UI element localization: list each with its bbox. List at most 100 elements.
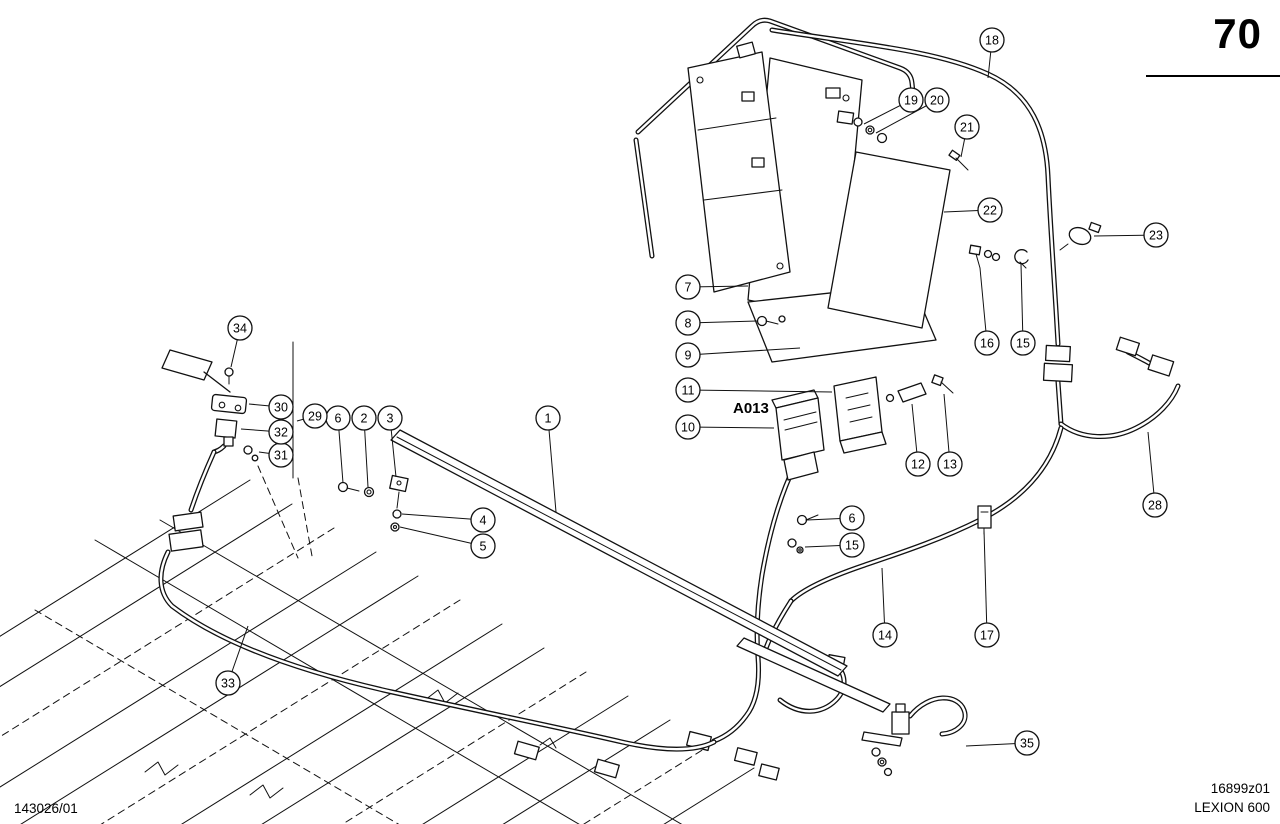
callout-16: [974, 330, 1000, 356]
callout-label-8: 8: [685, 316, 692, 330]
callout-label-7: 7: [685, 280, 692, 294]
sensor: [214, 418, 238, 439]
callout-label-19: 19: [904, 93, 918, 107]
callout-4: [470, 507, 496, 533]
connector: [172, 511, 204, 532]
washer: [853, 117, 863, 127]
connector: [1042, 362, 1074, 383]
nut: [883, 767, 893, 777]
clamp: [1014, 249, 1029, 265]
callout-label-1: 1: [545, 411, 552, 425]
page-number: 70: [1213, 10, 1262, 57]
callout-21: [954, 114, 980, 140]
footer-right: 16899z01 LEXION 600: [1194, 779, 1270, 818]
callout-2: [351, 405, 377, 431]
drawing-reference: 143026/01: [14, 801, 78, 816]
bolt: [871, 747, 881, 757]
support-rail: [390, 429, 891, 713]
callout-leader-17: [983, 529, 988, 636]
wiring-harness: [685, 30, 1178, 781]
component-label: A013: [733, 400, 769, 417]
callout-label-15-2: 15: [845, 538, 859, 552]
hose-clamp: [1068, 226, 1092, 246]
connector: [1147, 354, 1175, 377]
washer: [251, 454, 259, 462]
callout-label-29: 29: [308, 409, 322, 423]
callout-label-13: 13: [943, 457, 957, 471]
callout-label-2: 2: [361, 411, 368, 425]
callout-9: [675, 342, 701, 368]
callout-label-3: 3: [387, 411, 394, 425]
callout-leader-4: [401, 513, 484, 521]
callout-3: [377, 405, 403, 431]
callout-label-4: 4: [480, 513, 487, 527]
callout-leader-10: [687, 426, 775, 429]
sensor-bracket-group: [161, 349, 259, 462]
bolt: [796, 514, 808, 526]
callout-33: [215, 670, 241, 696]
rail-fasteners: [337, 474, 409, 532]
sensor: [891, 711, 910, 735]
pin: [897, 382, 927, 403]
callout-23: [1143, 222, 1169, 248]
callout-label-18: 18: [985, 33, 999, 47]
callout-leader-9: [687, 347, 801, 356]
callout-leader-5: [399, 526, 484, 547]
callout-label-35: 35: [1020, 736, 1034, 750]
bolt: [931, 374, 944, 387]
callout-6-2: [839, 505, 865, 531]
callout-14: [872, 622, 898, 648]
callout-leader-15: [1020, 263, 1024, 344]
bolt: [337, 481, 349, 493]
platform-hatching: [0, 479, 755, 824]
bottom-sensor-assembly: [861, 698, 965, 777]
bolt: [224, 367, 234, 377]
callout-12: [905, 451, 931, 477]
image-reference: 16899z01: [1210, 780, 1270, 796]
connector: [168, 529, 204, 552]
callout-18: [979, 27, 1005, 53]
callout-label-32: 32: [274, 425, 288, 439]
washer: [991, 252, 1001, 262]
callout-label-16: 16: [980, 336, 994, 350]
callout-label-10: 10: [681, 420, 695, 434]
callout-29: [302, 403, 328, 429]
nut: [787, 538, 797, 548]
connector: [593, 758, 620, 779]
callout-label-20: 20: [930, 93, 944, 107]
callout-label-23: 23: [1149, 228, 1163, 242]
callout-5: [470, 533, 496, 559]
callout-32: [268, 419, 294, 445]
callout-22: [977, 197, 1003, 223]
callout-label-30: 30: [274, 400, 288, 414]
nut: [876, 132, 888, 144]
washer: [885, 393, 895, 403]
callout-label-17: 17: [980, 628, 994, 642]
callout-label-34: 34: [233, 321, 247, 335]
callout-leader-1: [547, 417, 557, 513]
callout-label-14: 14: [878, 628, 892, 642]
washer: [983, 249, 993, 259]
relay-module: [771, 374, 954, 481]
callout-15: [1010, 330, 1036, 356]
callout-35: [1014, 730, 1040, 756]
callout-label-6-2: 6: [849, 511, 856, 525]
right-fasteners: [787, 221, 1102, 554]
callout-leader-11: [687, 389, 833, 393]
callout-label-33: 33: [221, 676, 235, 690]
washer: [778, 315, 786, 323]
callout-label-21: 21: [960, 120, 974, 134]
callout-label-15: 15: [1016, 336, 1030, 350]
callout-1: [535, 405, 561, 431]
connector: [758, 763, 780, 781]
callout-10: [675, 414, 701, 440]
callout-17: [974, 622, 1000, 648]
callout-13: [937, 451, 963, 477]
model-name: LEXION 600: [1194, 800, 1270, 816]
callout-label-28: 28: [1148, 498, 1162, 512]
callout-label-9: 9: [685, 348, 692, 362]
connector: [513, 740, 540, 761]
callout-7: [675, 274, 701, 300]
callout-label-22: 22: [983, 203, 997, 217]
